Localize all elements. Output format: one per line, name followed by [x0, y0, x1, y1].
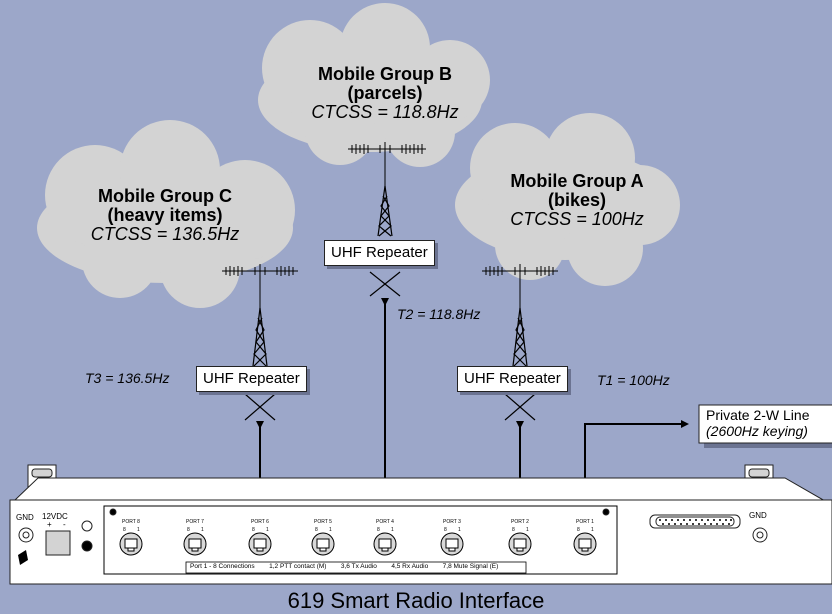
rj45-ports — [119, 532, 597, 556]
port-1-pin8: 8 — [577, 527, 580, 533]
port-4-pin8: 8 — [377, 527, 380, 533]
port-3-pin1: 1 — [458, 527, 461, 533]
port-7-label: PORT 7 — [186, 519, 204, 525]
port-2-label: PORT 2 — [511, 519, 529, 525]
rj45-port-7 — [183, 532, 207, 556]
antenna-a — [482, 264, 558, 308]
port-6-pin1: 1 — [266, 527, 269, 533]
port-legend: Port 1 - 8 Connections 1,2 PTT contact (… — [190, 563, 499, 570]
group-c-label: Mobile Group C (heavy items) CTCSS = 136… — [50, 187, 280, 244]
legend-box — [185, 561, 527, 574]
group-b-subtitle: (parcels) — [347, 83, 423, 103]
tone-t1: T1 = 100Hz — [597, 372, 670, 388]
rj45-port-4 — [373, 532, 397, 556]
port-6-label: PORT 6 — [251, 519, 269, 525]
rj45-port-2 — [508, 532, 532, 556]
port-5-pin8: 8 — [315, 527, 318, 533]
private-line-label: Private 2-W Line (2600Hz keying) — [706, 407, 809, 439]
private-line-keying: (2600Hz keying) — [706, 423, 808, 439]
db-connector-pins — [659, 519, 732, 525]
private-line-box — [698, 404, 832, 444]
group-c-title: Mobile Group C — [98, 186, 232, 206]
tower-icons — [244, 185, 536, 421]
rj45-port-1 — [573, 532, 597, 556]
port-8-pin1: 1 — [137, 527, 140, 533]
port-4-pin1: 1 — [391, 527, 394, 533]
antenna-c — [222, 264, 298, 308]
repeater-c: UHF Repeater — [196, 366, 307, 392]
port-5-pin1: 1 — [329, 527, 332, 533]
power-minus-label: - — [63, 520, 66, 529]
group-a-label: Mobile Group A (bikes) CTCSS = 100Hz — [462, 172, 692, 229]
cloud-group-b — [258, 3, 490, 167]
port-8-label: PORT 8 — [122, 519, 140, 525]
port-3-label: PORT 3 — [443, 519, 461, 525]
group-c-ctcss: CTCSS = 136.5Hz — [90, 224, 240, 244]
port-3-pin8: 8 — [444, 527, 447, 533]
group-a-title: Mobile Group A — [510, 171, 644, 191]
rj45-port-5 — [311, 532, 335, 556]
rj45-port-8 — [119, 532, 143, 556]
gnd-right-label: GND — [749, 511, 767, 520]
group-c-subtitle: (heavy items) — [107, 205, 223, 225]
tower-a — [504, 307, 536, 421]
repeater-a: UHF Repeater — [457, 366, 568, 392]
private-line-title: Private 2-W Line — [706, 407, 810, 423]
cloud-group-c — [37, 120, 295, 308]
group-a-ctcss: CTCSS = 100Hz — [510, 209, 644, 229]
group-b-ctcss: CTCSS = 118.8Hz — [311, 102, 459, 122]
port-4-label: PORT 4 — [376, 519, 394, 525]
port-6-pin8: 8 — [252, 527, 255, 533]
group-b-title: Mobile Group B — [318, 64, 452, 84]
port-5-label: PORT 5 — [314, 519, 332, 525]
port-1-pin1: 1 — [591, 527, 594, 533]
diagram-title: 619 Smart Radio Interface — [287, 588, 545, 613]
port-1-label: PORT 1 — [576, 519, 594, 525]
power-label: 12VDC — [42, 512, 68, 521]
cloud-group-a — [455, 113, 680, 286]
tower-b — [369, 185, 401, 297]
port-7-pin8: 8 — [187, 527, 190, 533]
tower-c — [244, 307, 276, 421]
antenna-icons — [222, 142, 558, 308]
port-8-pin8: 8 — [123, 527, 126, 533]
port-2-pin1: 1 — [526, 527, 529, 533]
antenna-b — [348, 142, 426, 186]
rj45-port-3 — [440, 532, 464, 556]
rj45-port-6 — [248, 532, 272, 556]
group-a-subtitle: (bikes) — [547, 190, 607, 210]
gnd-left-label: GND — [16, 513, 34, 522]
port-7-pin1: 1 — [201, 527, 204, 533]
group-b-label: Mobile Group B (parcels) CTCSS = 118.8Hz — [270, 65, 500, 122]
tone-t3: T3 = 136.5Hz — [85, 370, 170, 386]
repeater-b: UHF Repeater — [324, 240, 435, 266]
port-2-pin8: 8 — [512, 527, 515, 533]
power-plus-label: + — [47, 520, 52, 529]
tone-t2: T2 = 118.8Hz — [397, 306, 481, 322]
